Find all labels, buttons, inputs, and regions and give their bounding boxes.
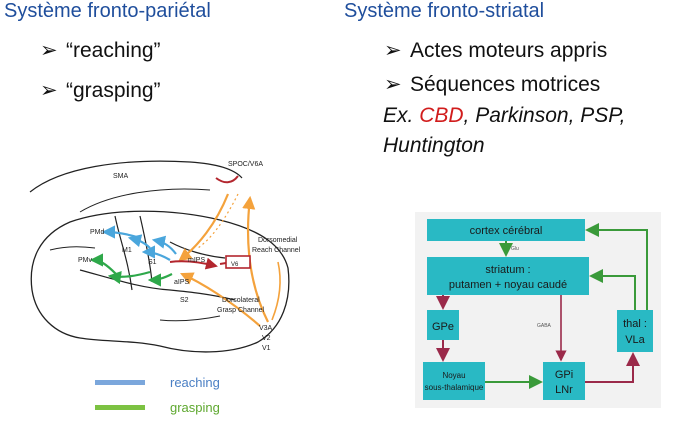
cingulate-line	[79, 188, 211, 213]
label-m1: M1	[122, 247, 132, 254]
label-s2: S2	[180, 297, 189, 304]
gpe-label: GPe	[432, 321, 454, 333]
arrow-bullet-icon: ➢	[384, 73, 402, 96]
arrow-gpi-thal	[585, 352, 640, 383]
label-reach-channel: Reach Channel	[252, 247, 301, 254]
left-bullet-grasping: ➢ “grasping”	[40, 78, 161, 103]
noyau-label-2: sous-thalamique	[425, 383, 484, 392]
label-dorsomedial: Dorsomedial	[258, 237, 298, 244]
striatum-label-2: putamen + noyau caudé	[449, 279, 567, 291]
label-v1: V1	[262, 345, 271, 352]
lateral-hemisphere	[30, 210, 290, 353]
left-bullet-text: “reaching”	[66, 39, 161, 62]
noyau-box	[423, 362, 485, 400]
cortex-label: cortex cérébral	[470, 225, 543, 237]
legend-reaching-label: reaching	[170, 375, 220, 390]
label-v6: V6	[231, 262, 239, 268]
gpi-box	[543, 362, 585, 400]
thal-label-2: VLa	[625, 334, 645, 346]
label-grasp-channel: Grasp Channel	[217, 307, 265, 314]
cortex-box	[427, 219, 585, 241]
arrow-thal-striatum	[589, 269, 636, 310]
arrow-bullet-icon: ➢	[40, 79, 58, 102]
arrow-thal-cortex	[585, 223, 648, 310]
left-heading: Système fronto-pariétal	[4, 0, 211, 22]
left-bullet-text: “grasping”	[66, 79, 161, 102]
label-aips: aIPS	[174, 279, 190, 286]
left-bullet-reaching: ➢ “reaching”	[40, 38, 161, 63]
gpe-box	[427, 310, 459, 340]
arrow-bullet-icon: ➢	[384, 39, 402, 62]
right-heading: Système fronto-striatal	[344, 0, 545, 22]
thal-label-1: thal :	[623, 318, 647, 330]
striatum-box	[427, 257, 589, 295]
thal-box	[617, 310, 653, 352]
label-mips: mIPS	[188, 257, 205, 264]
noyau-label-1: Noyau	[442, 371, 465, 380]
edge-label-gaba: GABA	[537, 323, 552, 329]
legend-reaching-swatch	[95, 380, 145, 385]
example-prefix: Ex.	[383, 104, 420, 127]
label-s1: S1	[148, 259, 157, 266]
edge-label-glu: Glu	[511, 246, 519, 252]
label-dorsolateral: Dorsolateral	[222, 297, 260, 304]
right-bullet-text: Actes moteurs appris	[410, 39, 608, 62]
label-sma: SMA	[113, 173, 129, 180]
label-pmd: PMd	[90, 229, 105, 236]
gpi-label-2: LNr	[555, 384, 573, 396]
right-bullet-text: Séquences motrices	[410, 73, 601, 96]
medial-outline	[29, 160, 243, 193]
example-highlight: CBD	[419, 104, 464, 127]
basal-ganglia-diagram: cortex cérébral striatum : putamen + noy…	[415, 212, 661, 408]
example-line-1: Ex. CBD, Parkinson, PSP,	[383, 104, 625, 128]
label-v2: V2	[262, 335, 271, 342]
label-pmv: PMv	[78, 257, 93, 264]
example-rest: , Parkinson, PSP,	[463, 104, 626, 127]
brain-diagram: SMA PMd PMv M1 S1 aIPS mIPS SPOC/V6A V6 …	[29, 160, 301, 353]
label-spoc: SPOC/V6A	[228, 161, 263, 168]
right-bullet-actes: ➢ Actes moteurs appris	[384, 38, 607, 63]
legend-grasping-label: grasping	[170, 400, 220, 415]
right-bullet-sequences: ➢ Séquences motrices	[384, 72, 600, 97]
gpi-label-1: GPi	[555, 369, 573, 381]
example-line-2: Huntington	[383, 134, 485, 157]
arrow-bullet-icon: ➢	[40, 39, 58, 62]
label-v3a: V3A	[259, 325, 273, 332]
striatum-label-1: striatum :	[485, 264, 530, 276]
legend-grasping-swatch	[95, 405, 145, 410]
